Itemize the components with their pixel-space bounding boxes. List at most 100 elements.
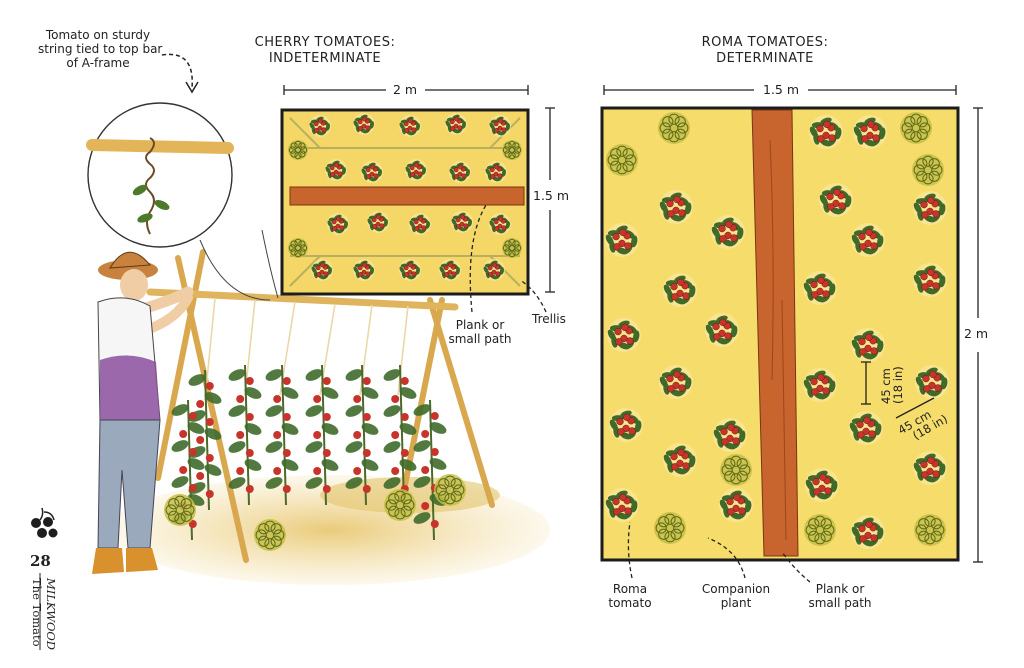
cherry-bed xyxy=(280,108,530,296)
roma-tomato-plant xyxy=(605,488,639,522)
vine-tomato-plant xyxy=(265,364,299,506)
cherry-height-label: 1.5 m xyxy=(533,188,570,203)
roma-height-label: 2 m xyxy=(964,326,989,341)
tomato-sprig-logo xyxy=(31,507,58,538)
cherry-trellis xyxy=(289,117,521,287)
companion-plant xyxy=(912,154,944,186)
roma-tomato-label: Roma tomato xyxy=(608,582,652,610)
cherry-tomato-plant xyxy=(327,213,349,235)
companion-plant xyxy=(658,112,690,144)
roma-tomato-plant xyxy=(713,418,747,452)
roma-tomato-plant xyxy=(605,223,639,257)
cherry-path-label: Plank or small path xyxy=(448,318,512,346)
detail-bar-and-knot xyxy=(86,137,234,235)
roma-tomato-plant xyxy=(609,408,643,442)
roma-tomato-plant xyxy=(913,263,947,297)
roma-tomato-plant xyxy=(705,313,739,347)
vine-tomato-plant xyxy=(383,364,417,506)
roma-width-label: 1.5 m xyxy=(763,82,800,97)
roma-tomato-plant xyxy=(719,488,753,522)
companion-plant xyxy=(606,144,638,176)
roma-tomato-plant xyxy=(851,223,885,257)
vine-tomato-plant xyxy=(345,364,379,506)
cherry-tomato-plant xyxy=(451,211,473,233)
cherry-tomato-plant xyxy=(405,159,427,181)
vine-tomato-plant xyxy=(413,399,447,541)
vine-tomato-plant xyxy=(228,364,262,506)
string-plants xyxy=(164,297,466,551)
companion-plant xyxy=(164,494,196,526)
cherry-tomato-plant xyxy=(483,259,505,281)
cherry-plank xyxy=(289,186,525,206)
gardener xyxy=(92,251,194,574)
companion-plant-label: Companion plant xyxy=(701,582,771,610)
roma-tomato-plant xyxy=(805,468,839,502)
note-arrowhead xyxy=(185,81,199,94)
cherry-tomato-plant xyxy=(489,115,511,137)
cherry-tomato-plant xyxy=(311,259,333,281)
roma-dimension-lines xyxy=(603,85,983,563)
roma-heading: ROMA TOMATOES: DETERMINATE xyxy=(701,35,829,66)
companion-plant xyxy=(502,238,522,258)
roma-tomato-plant xyxy=(711,215,745,249)
roma-path-label: Plank or small path xyxy=(808,582,872,610)
cherry-tomato-plant xyxy=(445,113,467,135)
cherry-tomato-plant xyxy=(409,213,431,235)
a-frame-poles xyxy=(155,249,495,563)
roma-tomato-plant xyxy=(803,368,837,402)
roma-tomato-plant xyxy=(849,411,883,445)
companion-plant xyxy=(384,489,416,521)
companion-plant xyxy=(900,112,932,144)
companion-plant xyxy=(502,140,522,160)
cherry-tomato-plant xyxy=(489,213,511,235)
page-number: 28 xyxy=(30,552,51,570)
cherry-tomato-plant xyxy=(367,211,389,233)
vine-tomato-plant xyxy=(305,364,339,506)
vine-tomato-plant xyxy=(188,369,222,511)
cherry-tomato-plant xyxy=(399,115,421,137)
cherry-tomato-plant xyxy=(353,113,375,135)
note-arrow xyxy=(161,53,193,89)
roma-tomato-plant xyxy=(663,443,697,477)
cherry-dimension-lines xyxy=(283,85,555,293)
roma-tomato-plant xyxy=(853,115,887,149)
companion-plant xyxy=(434,474,466,506)
roma-tomato-plant xyxy=(659,365,693,399)
cherry-tomato-plant xyxy=(325,159,347,181)
cherry-tomato-plant xyxy=(309,115,331,137)
roma-tomato-plant xyxy=(803,271,837,305)
cherry-tomato-plant xyxy=(399,259,421,281)
companion-plant xyxy=(654,512,686,544)
cherry-leaders xyxy=(469,204,547,313)
roma-tomato-plant xyxy=(607,318,641,352)
a-frame-scene xyxy=(86,53,550,585)
a-frame-note: Tomato on sturdy string tied to top bar … xyxy=(38,28,163,70)
chapter-title: The Tomato xyxy=(30,578,44,647)
cherry-heading: CHERRY TOMATOES: INDETERMINATE xyxy=(254,35,396,66)
roma-tomato-plant xyxy=(915,365,949,399)
roma-tomato-plant xyxy=(663,273,697,307)
companion-plant xyxy=(720,454,752,486)
cherry-tomato-plant xyxy=(439,259,461,281)
roma-bed xyxy=(600,106,960,562)
cherry-tomato-plant xyxy=(361,161,383,183)
companion-plant xyxy=(254,519,286,551)
roma-tomato-plant xyxy=(819,183,853,217)
roma-tomato-plant xyxy=(659,190,693,224)
roma-leaders xyxy=(627,521,811,583)
cherry-tomato-plant xyxy=(449,161,471,183)
cherry-tomato-plant xyxy=(485,161,507,183)
a-frame-top-bar xyxy=(146,288,459,311)
roma-tomato-plant xyxy=(851,515,885,549)
book-title: MILKWOOD xyxy=(44,578,58,651)
detail-circle xyxy=(87,102,233,248)
companion-plant xyxy=(804,514,836,546)
companion-plant xyxy=(288,140,308,160)
callout-tail xyxy=(199,229,279,301)
roma-plank xyxy=(751,109,799,557)
roma-tomato-plant xyxy=(809,115,843,149)
cherry-width-label: 2 m xyxy=(393,82,418,97)
spacing-vertical-label: 45 cm (18 in) xyxy=(879,366,905,404)
